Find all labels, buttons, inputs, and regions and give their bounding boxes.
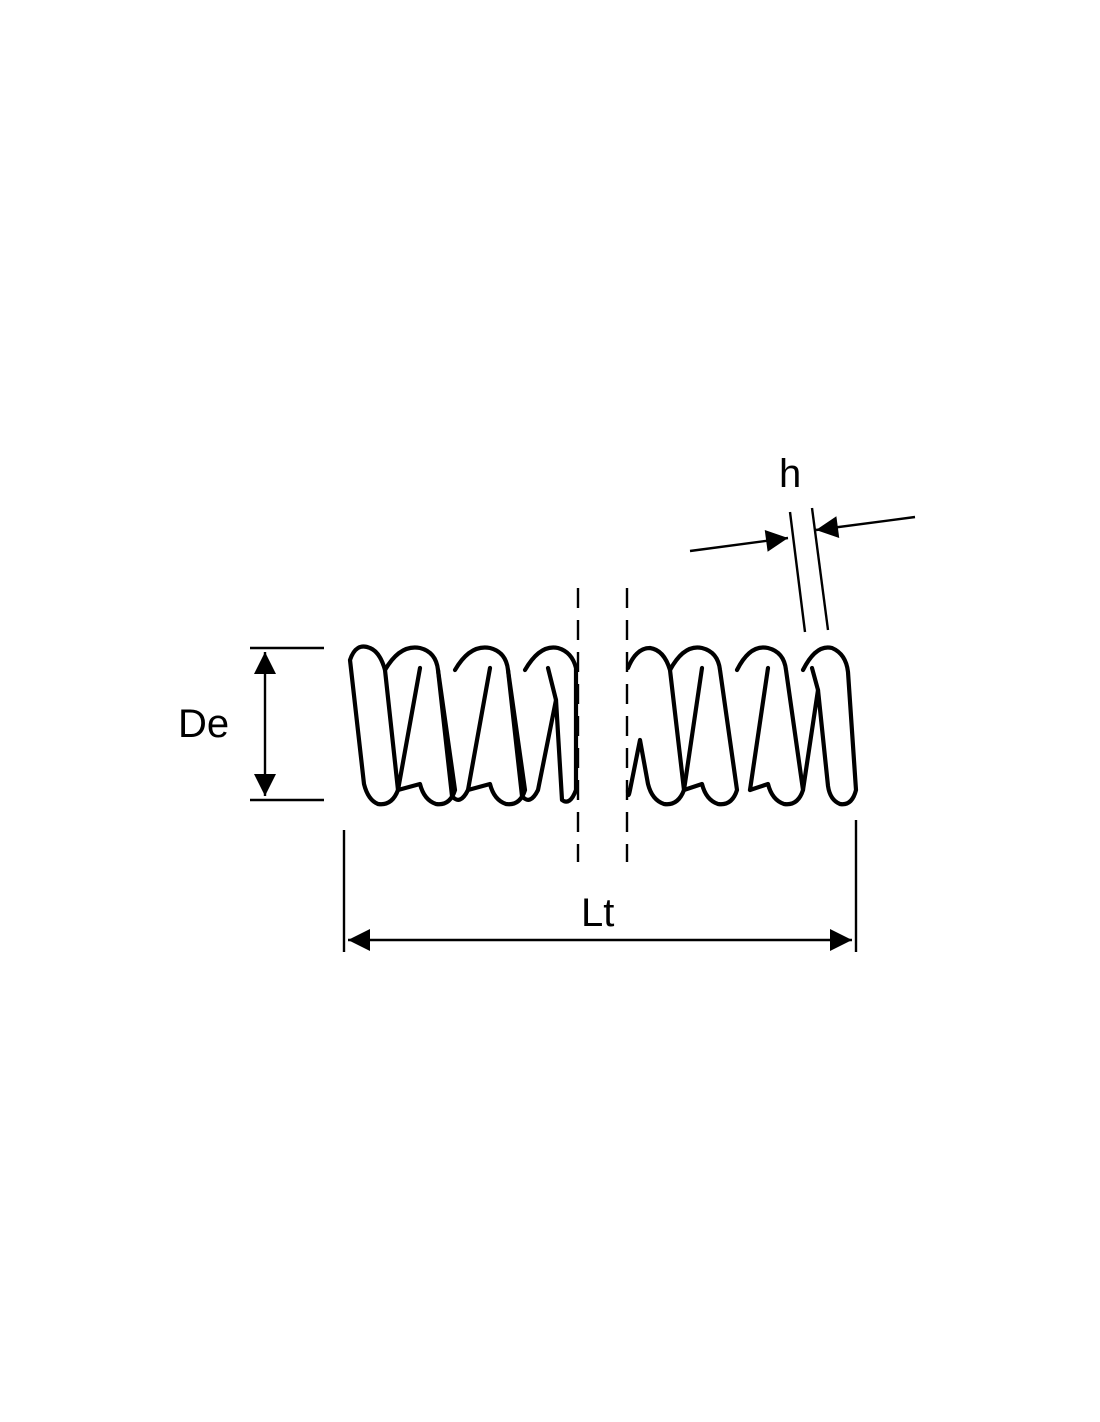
spring-left-coils [347, 644, 579, 807]
extension-line-h-left [788, 511, 807, 633]
outer-diameter-dimension: De [178, 646, 324, 802]
wire-thickness-dimension: h [689, 452, 916, 633]
spring-coil [382, 645, 458, 807]
total-length-label: Lt [581, 891, 614, 935]
spring-coil [347, 644, 401, 807]
spring-coil [747, 665, 771, 793]
spring-coil [667, 645, 740, 807]
spring-coil [625, 645, 687, 807]
thickness-arrow-left [689, 529, 789, 553]
spring-right-coils [625, 645, 859, 807]
spring-coil [545, 665, 559, 703]
spring-coil [395, 665, 423, 793]
extension-line-h-right [810, 507, 830, 631]
spring-coil [505, 645, 579, 804]
spring-coil [435, 645, 528, 807]
spring-coil [465, 665, 493, 793]
spring-coil [800, 645, 859, 807]
wire-thickness-label: h [779, 452, 801, 496]
outer-diameter-label: De [178, 702, 229, 746]
break-lines [576, 588, 629, 862]
total-length-dimension: Lt [342, 820, 858, 952]
spring-coil [734, 645, 806, 807]
spring-coil [809, 665, 821, 693]
spring-coil [681, 665, 705, 793]
thickness-arrow-right [815, 515, 916, 539]
